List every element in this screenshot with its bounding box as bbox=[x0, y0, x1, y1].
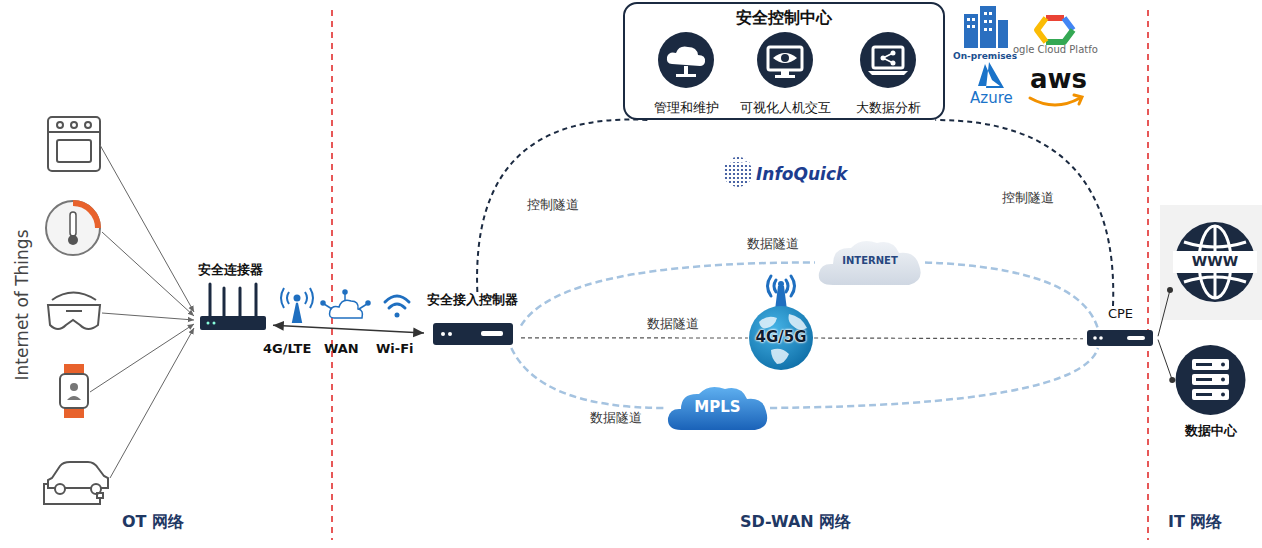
connector bbox=[814, 337, 1083, 339]
brand-logo: InfoQuick bbox=[756, 164, 847, 184]
connector bbox=[925, 263, 1098, 330]
azure-icon bbox=[978, 62, 1004, 88]
logo-label: aws bbox=[1030, 64, 1087, 95]
node-text: CPE bbox=[1083, 306, 1158, 322]
connector-dot bbox=[1167, 287, 1173, 293]
cloud-network-icon bbox=[321, 290, 370, 318]
node-text: 大数据分析 bbox=[838, 100, 938, 116]
logo-label: On-premises bbox=[953, 51, 1017, 62]
link-label: 4G/LTE bbox=[263, 341, 311, 357]
aws-smile bbox=[1030, 95, 1082, 105]
axis-label: Internet of Things bbox=[12, 230, 32, 381]
connector bbox=[1158, 340, 1172, 380]
node-text: 4G/5G bbox=[745, 328, 817, 346]
mpls-cloud: MPLS bbox=[665, 382, 770, 434]
connector bbox=[770, 348, 1098, 408]
tunnel-label: 数据隧道 bbox=[745, 236, 801, 252]
connector bbox=[1158, 290, 1170, 336]
node-text: 安全连接器 bbox=[188, 262, 273, 278]
infoquick-globe bbox=[723, 157, 753, 187]
on-premises-icon bbox=[964, 6, 1008, 48]
www-panel bbox=[1160, 205, 1262, 320]
cpe-device: CPE bbox=[1083, 306, 1158, 348]
vr-headset-icon bbox=[48, 293, 100, 330]
zone-label: SD-WAN 网络 bbox=[740, 512, 851, 531]
node-text: 可视化人机交互 bbox=[735, 100, 835, 116]
connector bbox=[935, 120, 1113, 306]
node-text: 安全控制中心 bbox=[625, 8, 943, 27]
node-text: 管理和维护 bbox=[636, 100, 736, 116]
www-globe: WWW bbox=[1170, 215, 1260, 315]
access-controller: 安全接入控制器 bbox=[424, 292, 521, 348]
oven-icon bbox=[48, 117, 100, 171]
visual-interaction-icon: 可视化人机交互 bbox=[735, 32, 835, 118]
connector bbox=[273, 325, 424, 333]
connector-dot bbox=[1169, 377, 1175, 383]
mobile-network-globe: 4G/5G bbox=[745, 270, 817, 370]
management-icon: 管理和维护 bbox=[636, 32, 736, 118]
data-center: 数据中心 bbox=[1168, 345, 1253, 445]
node-text: MPLS bbox=[665, 398, 770, 416]
node-text: 数据中心 bbox=[1168, 423, 1253, 439]
connector bbox=[511, 348, 665, 408]
device-wires bbox=[90, 145, 194, 478]
globe-tower-icon bbox=[745, 270, 817, 370]
tunnel-label: 控制隧道 bbox=[525, 197, 581, 213]
node-text: WWW bbox=[1170, 253, 1260, 270]
big-data-icon: 大数据分析 bbox=[838, 32, 938, 118]
control-center-box: 安全控制中心管理和维护可视化人机交互大数据分析 bbox=[623, 2, 945, 120]
wifi-icon bbox=[385, 296, 409, 318]
tunnel-label: 控制隧道 bbox=[1000, 190, 1056, 206]
connector bbox=[521, 337, 748, 338]
gauge-icon bbox=[46, 201, 100, 255]
secure-connector: 安全连接器 bbox=[188, 262, 273, 334]
watch-icon bbox=[60, 364, 88, 418]
tunnel-label: 数据隧道 bbox=[645, 316, 701, 332]
electric-car-icon bbox=[44, 462, 108, 504]
connector bbox=[477, 119, 649, 292]
cell-tower-icon bbox=[281, 288, 313, 322]
logo-label: ogle Cloud Platfo bbox=[1013, 44, 1098, 56]
node-text: 安全接入控制器 bbox=[424, 292, 521, 308]
google-cloud-icon bbox=[1037, 18, 1073, 42]
link-label: Wi-Fi bbox=[376, 341, 414, 357]
internet-cloud: INTERNET bbox=[815, 235, 925, 290]
link-label: WAN bbox=[324, 341, 359, 357]
zone-label: OT 网络 bbox=[122, 512, 184, 531]
logo-label: Azure bbox=[970, 89, 1013, 107]
tunnel-label: 数据隧道 bbox=[588, 410, 644, 426]
zone-label: IT 网络 bbox=[1168, 512, 1222, 531]
node-text: INTERNET bbox=[815, 255, 925, 267]
